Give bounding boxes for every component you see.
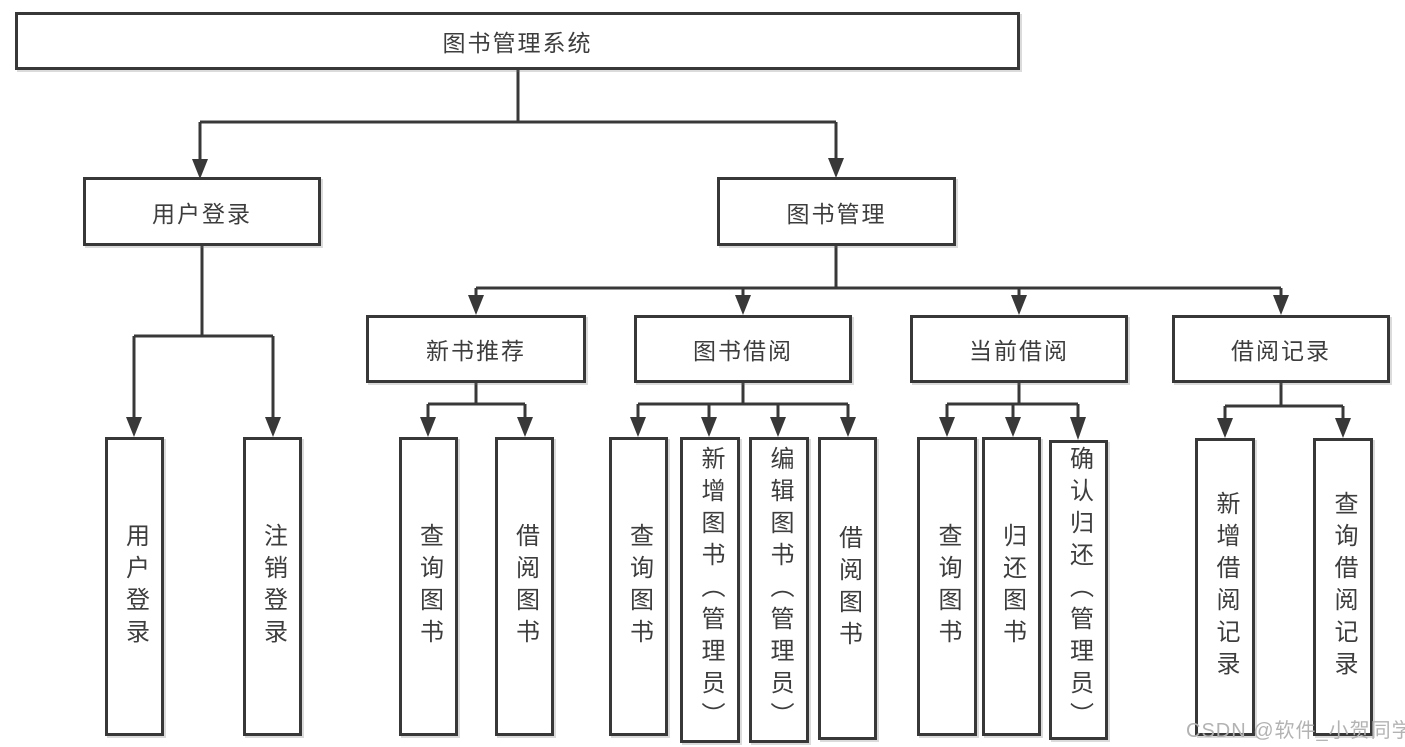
node-current-borrow: 当前借阅 xyxy=(910,315,1128,383)
leaf-borrow-books-borrow: 借阅图书 xyxy=(818,437,877,740)
leaf-confirm-return-admin: 确认归还（管理员） xyxy=(1049,440,1108,740)
leaf-edit-book-admin: 编辑图书（管理员） xyxy=(749,437,809,743)
leaf-logout: 注销登录 xyxy=(243,437,302,736)
leaf-user-login: 用户登录 xyxy=(105,437,164,736)
leaf-query-books-borrow: 查询图书 xyxy=(609,437,668,736)
leaf-return-books: 归还图书 xyxy=(982,437,1041,736)
leaf-add-borrow-record: 新增借阅记录 xyxy=(1195,438,1255,736)
node-borrow-records: 借阅记录 xyxy=(1172,315,1390,383)
node-user-login: 用户登录 xyxy=(83,177,321,246)
node-book-borrow: 图书借阅 xyxy=(634,315,852,383)
leaf-query-books-recommend: 查询图书 xyxy=(399,437,458,736)
root-node: 图书管理系统 xyxy=(15,12,1020,70)
node-new-book-recommend: 新书推荐 xyxy=(366,315,586,383)
csdn-watermark: CSDN @软件_小贺同学 xyxy=(1186,720,1405,742)
node-book-management: 图书管理 xyxy=(717,177,956,246)
leaf-query-books-current: 查询图书 xyxy=(917,437,977,736)
leaf-add-book-admin: 新增图书（管理员） xyxy=(680,437,740,743)
leaf-borrow-books-recommend: 借阅图书 xyxy=(495,437,554,736)
leaf-query-borrow-record: 查询借阅记录 xyxy=(1313,438,1373,736)
